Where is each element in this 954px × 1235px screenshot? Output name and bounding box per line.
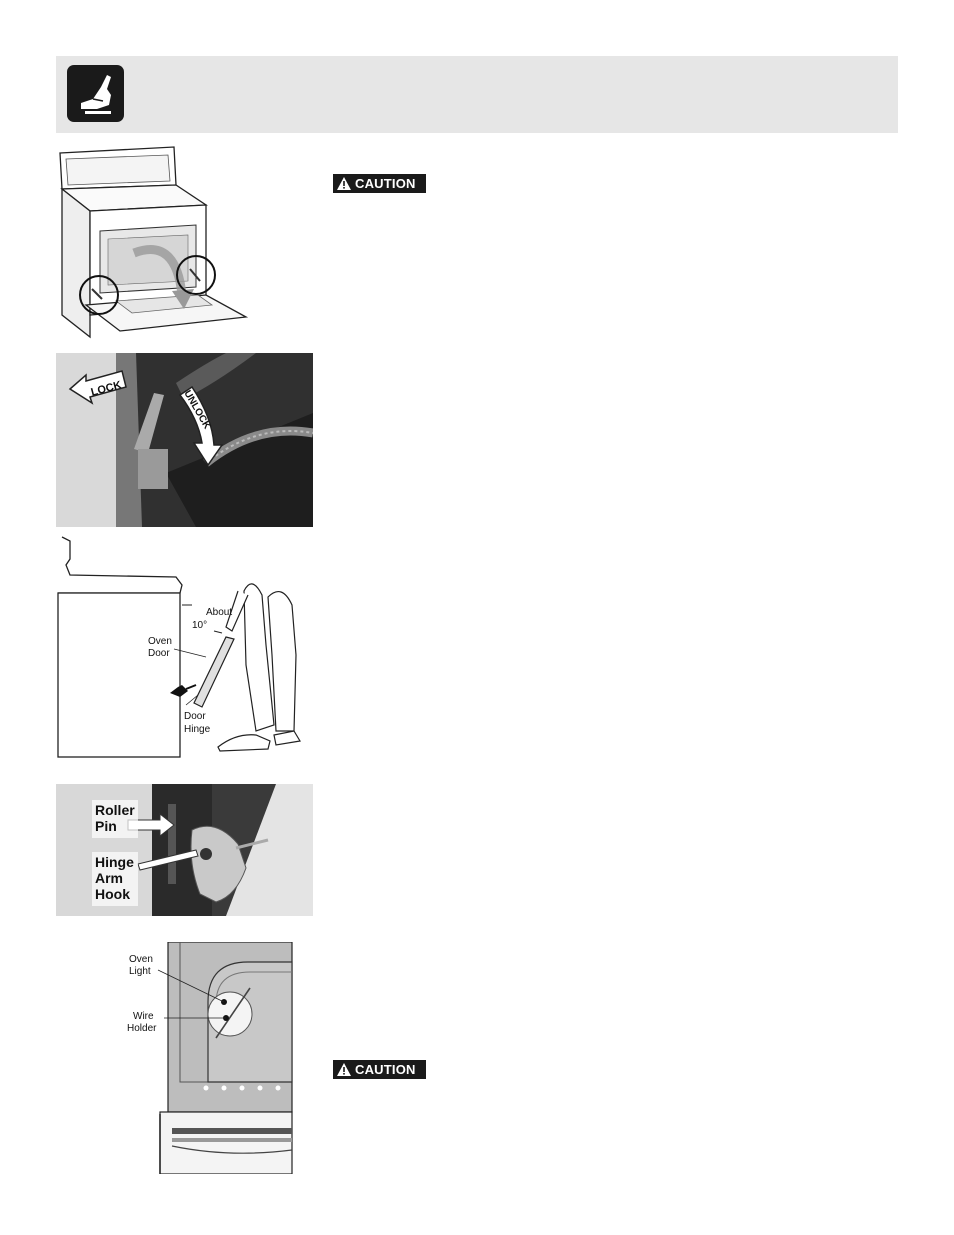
svg-text:Oven: Oven xyxy=(129,954,153,965)
oven-light-figure: Oven Light Wire Holder xyxy=(120,942,295,1174)
range-open-door-figure xyxy=(56,145,316,345)
wire-holder-label-line1: Wire xyxy=(133,1011,154,1022)
svg-text:Door: Door xyxy=(184,711,206,722)
svg-text:Wire: Wire xyxy=(133,1011,154,1022)
svg-text:Light: Light xyxy=(129,966,151,977)
roller-pin-label-line2: Pin xyxy=(95,818,117,834)
svg-text:About: About xyxy=(206,607,232,618)
about-label-line2: 10° xyxy=(192,620,207,631)
door-hinge-label-line2: Hinge xyxy=(184,724,211,735)
door-hinge-label-line1: Door xyxy=(184,711,206,722)
section-header-band xyxy=(56,56,898,133)
hinge-hook-photo: Roller Pin Hinge Arm Hook xyxy=(56,784,313,916)
svg-text:Roller: Roller xyxy=(95,802,135,818)
svg-text:10°: 10° xyxy=(192,620,207,631)
wire-holder-label-line2: Holder xyxy=(127,1023,157,1034)
svg-text:Hinge: Hinge xyxy=(95,854,134,870)
svg-text:Door: Door xyxy=(148,648,170,659)
svg-text:Oven: Oven xyxy=(148,636,172,647)
door-removal-figure: About 10° Oven Door Door Hinge xyxy=(56,535,316,760)
svg-text:Pin: Pin xyxy=(95,818,117,834)
about-label-line1: About xyxy=(206,607,232,618)
roller-pin-label-line1: Roller xyxy=(95,802,135,818)
oven-light-label-line1: Oven xyxy=(129,954,153,965)
svg-text:Hook: Hook xyxy=(95,886,130,902)
caution-text: CAUTION xyxy=(355,176,416,191)
caution-text: CAUTION xyxy=(355,1062,416,1077)
svg-text:Arm: Arm xyxy=(95,870,123,886)
oven-door-label-line1: Oven xyxy=(148,636,172,647)
caution-label: CAUTION xyxy=(333,1060,426,1079)
hinge-hook-label-line1: Hinge xyxy=(95,854,134,870)
svg-text:Hinge: Hinge xyxy=(184,724,211,735)
hinge-hook-label-line3: Hook xyxy=(95,886,130,902)
hinge-hook-label-line2: Arm xyxy=(95,870,123,886)
caution-label: CAUTION xyxy=(333,174,426,193)
oven-light-label-line2: Light xyxy=(129,966,151,977)
svg-text:Holder: Holder xyxy=(127,1023,157,1034)
oven-door-label-line2: Door xyxy=(148,648,170,659)
hand-care-icon xyxy=(67,65,124,122)
hinge-lock-photo: LOCK UNLOCK xyxy=(56,353,313,527)
